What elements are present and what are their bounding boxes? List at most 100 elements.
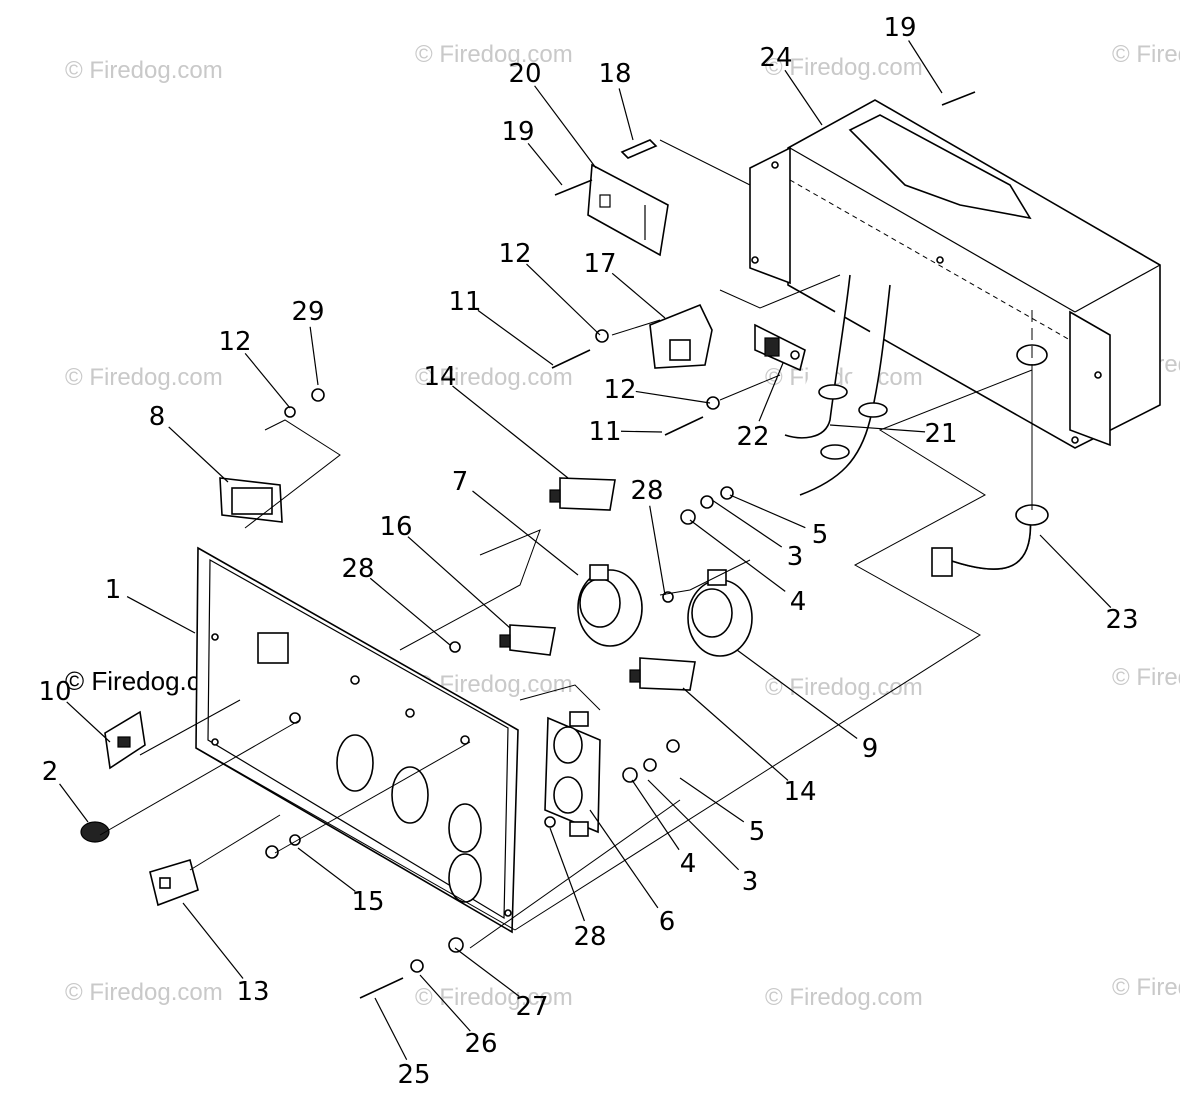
callouts: 1233445567891011111212121314141516171819… — [38, 13, 1138, 1090]
watermark: © Firedog.com — [65, 57, 223, 84]
front-panel — [195, 546, 519, 934]
callout-leader-12 — [526, 263, 601, 336]
circuit-breakers — [499, 477, 696, 691]
relay — [649, 303, 713, 369]
callout-leader-5 — [729, 494, 806, 529]
callout-leader-24 — [784, 69, 823, 126]
callout-label-16: 16 — [379, 512, 412, 542]
callout-leader-4 — [689, 519, 786, 592]
callout-label-14: 14 — [783, 777, 816, 807]
callout-label-12: 12 — [498, 239, 531, 269]
callout-label-20: 20 — [508, 59, 541, 89]
callout-leader-7 — [472, 490, 579, 576]
callout-leader-1 — [126, 596, 196, 634]
callout-leader-11 — [620, 430, 663, 433]
callout-leader-15 — [297, 847, 356, 892]
watermark: © Firedog.com — [415, 984, 573, 1011]
callout-label-15: 15 — [351, 887, 384, 917]
callout-leader-5 — [679, 777, 745, 823]
callout-leader-19 — [908, 40, 943, 94]
callout-label-19: 19 — [883, 13, 916, 43]
watermark: © Firedog.com — [765, 984, 923, 1011]
callout-label-29: 29 — [291, 297, 324, 327]
callout-label-17: 17 — [583, 249, 616, 279]
callout-leader-29 — [309, 326, 319, 386]
callout-leader-20 — [534, 85, 597, 169]
callout-leader-27 — [454, 947, 520, 997]
callout-label-26: 26 — [464, 1029, 497, 1059]
callout-leader-11 — [477, 309, 554, 366]
callout-label-23: 23 — [1105, 605, 1138, 635]
callout-label-14: 14 — [423, 362, 456, 392]
callout-label-28: 28 — [573, 922, 606, 952]
duplex-receptacle — [544, 711, 601, 837]
callout-label-13: 13 — [236, 977, 269, 1007]
callout-leader-18 — [618, 88, 634, 141]
callout-leader-10 — [66, 701, 111, 743]
callout-leader-14 — [452, 385, 569, 479]
callout-label-11: 11 — [588, 417, 621, 447]
callout-label-7: 7 — [452, 467, 469, 497]
callout-leader-9 — [736, 649, 858, 739]
callout-label-27: 27 — [515, 992, 548, 1022]
twistlock-receptacles — [577, 564, 753, 657]
callout-leader-3 — [711, 499, 783, 548]
watermark: © Firedog.com — [65, 364, 223, 391]
circuit-board — [587, 139, 669, 257]
callout-label-10: 10 — [38, 677, 71, 707]
watermark: © Firedog.com — [765, 364, 923, 391]
callout-leader-21 — [829, 424, 926, 433]
callout-label-24: 24 — [759, 43, 792, 73]
fasteners — [265, 91, 976, 999]
callout-leader-8 — [168, 426, 229, 483]
callout-leader-22 — [758, 362, 784, 422]
callout-label-1: 1 — [105, 575, 122, 605]
callout-label-3: 3 — [742, 867, 759, 897]
wire-harness — [784, 274, 891, 496]
callout-label-4: 4 — [680, 849, 697, 879]
callout-label-5: 5 — [812, 520, 829, 550]
callout-leader-13 — [182, 902, 244, 979]
callout-leader-28 — [369, 577, 451, 646]
callout-label-12: 12 — [218, 327, 251, 357]
callout-leader-4 — [631, 779, 680, 851]
outlet-cover — [219, 477, 283, 523]
callout-leader-28 — [549, 827, 586, 922]
control-box — [749, 99, 1161, 449]
callout-leader-19 — [527, 143, 563, 186]
watermark: © Firedog.com — [415, 41, 573, 68]
callout-label-2: 2 — [42, 757, 59, 787]
callout-label-18: 18 — [598, 59, 631, 89]
grommet-cable — [931, 504, 1049, 577]
callout-leader-2 — [59, 783, 89, 823]
callout-label-28: 28 — [630, 476, 663, 506]
callout-label-19: 19 — [501, 117, 534, 147]
callout-label-11: 11 — [448, 287, 481, 317]
watermark: © Firedog.com — [765, 54, 923, 81]
callout-label-3: 3 — [787, 542, 804, 572]
callout-leader-12 — [635, 390, 711, 404]
watermark: © Firedog.com — [1112, 974, 1180, 1001]
callout-leader-16 — [407, 536, 511, 629]
callout-label-25: 25 — [397, 1060, 430, 1090]
callout-label-4: 4 — [790, 587, 807, 617]
callout-label-6: 6 — [659, 907, 676, 937]
watermark: © Firedog.com — [415, 364, 573, 391]
callout-label-12: 12 — [603, 375, 636, 405]
callout-label-22: 22 — [736, 422, 769, 452]
callout-leader-26 — [419, 974, 471, 1032]
callout-label-9: 9 — [862, 734, 879, 764]
callout-label-21: 21 — [924, 419, 957, 449]
watermark: © Firedog.com — [1112, 664, 1180, 691]
switches — [80, 710, 199, 907]
callout-leader-23 — [1039, 534, 1112, 608]
capacitor — [754, 323, 806, 372]
assembly-lines — [99, 139, 1033, 949]
callout-label-28: 28 — [341, 554, 374, 584]
callout-leader-3 — [647, 779, 740, 871]
callout-leader-14 — [682, 687, 789, 781]
callout-leader-25 — [374, 997, 408, 1061]
callout-leader-17 — [611, 272, 666, 319]
